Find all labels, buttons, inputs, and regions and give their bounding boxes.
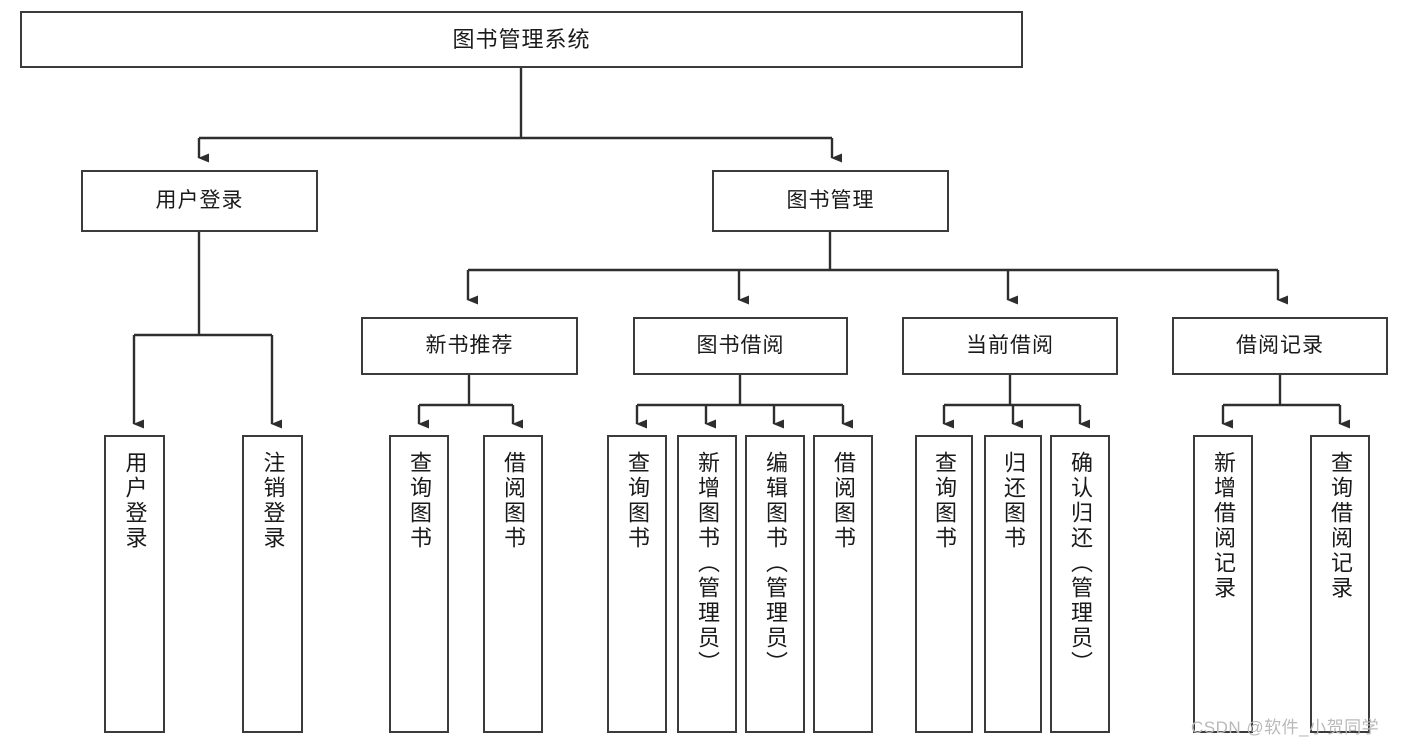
- node-label: 注销登录: [260, 451, 286, 551]
- node-user-login[interactable]: 用户登录: [81, 170, 318, 232]
- node-label: 当前借阅: [966, 333, 1054, 357]
- csdn-watermark: CSDN @软件_小贺同学: [1191, 718, 1380, 737]
- node-label: 归还图书: [1001, 451, 1026, 551]
- leaf-query-book-current[interactable]: 查询图书: [915, 435, 973, 733]
- leaf-borrow-book[interactable]: 借阅图书: [813, 435, 873, 733]
- node-label: 图书管理: [786, 188, 875, 212]
- leaf-query-book-borrowing[interactable]: 查询图书: [607, 435, 667, 733]
- node-label: 新增借阅记录: [1211, 451, 1236, 601]
- node-label: 图书管理系统: [452, 26, 591, 52]
- leaf-user-login[interactable]: 用户登录: [104, 435, 165, 733]
- node-label: 借阅图书: [501, 451, 526, 551]
- node-label: 借阅图书: [831, 451, 856, 551]
- leaf-logout[interactable]: 注销登录: [242, 435, 303, 733]
- node-label: 查询借阅记录: [1328, 451, 1353, 601]
- node-root-book-management-system[interactable]: 图书管理系统: [20, 11, 1023, 68]
- node-current-borrowing[interactable]: 当前借阅: [902, 317, 1118, 375]
- node-label: 确认归还（管理员）: [1068, 451, 1093, 676]
- node-borrowing-record[interactable]: 借阅记录: [1172, 317, 1388, 375]
- node-label: 查询图书: [407, 451, 432, 551]
- leaf-edit-book-admin[interactable]: 编辑图书（管理员）: [745, 435, 805, 733]
- node-new-book-recommendation[interactable]: 新书推荐: [361, 317, 578, 375]
- leaf-confirm-return-admin[interactable]: 确认归还（管理员）: [1050, 435, 1110, 733]
- node-label: 用户登录: [155, 188, 244, 212]
- node-label: 查询图书: [932, 451, 957, 551]
- node-label: 新增图书（管理员）: [695, 451, 720, 676]
- leaf-query-book-recommend[interactable]: 查询图书: [389, 435, 449, 733]
- leaf-add-book-admin[interactable]: 新增图书（管理员）: [677, 435, 737, 733]
- leaf-add-borrowing-record[interactable]: 新增借阅记录: [1193, 435, 1253, 733]
- leaf-borrow-book-recommend[interactable]: 借阅图书: [483, 435, 543, 733]
- leaf-return-book[interactable]: 归还图书: [984, 435, 1042, 733]
- node-label: 编辑图书（管理员）: [763, 451, 788, 676]
- node-book-management[interactable]: 图书管理: [712, 170, 949, 232]
- node-label: 新书推荐: [425, 333, 514, 357]
- node-label: 查询图书: [625, 451, 650, 551]
- node-label: 借阅记录: [1236, 333, 1324, 357]
- node-label: 图书借阅: [696, 333, 785, 357]
- node-book-borrowing[interactable]: 图书借阅: [633, 317, 848, 375]
- leaf-query-borrowing-record[interactable]: 查询借阅记录: [1310, 435, 1370, 733]
- node-label: 用户登录: [122, 451, 148, 551]
